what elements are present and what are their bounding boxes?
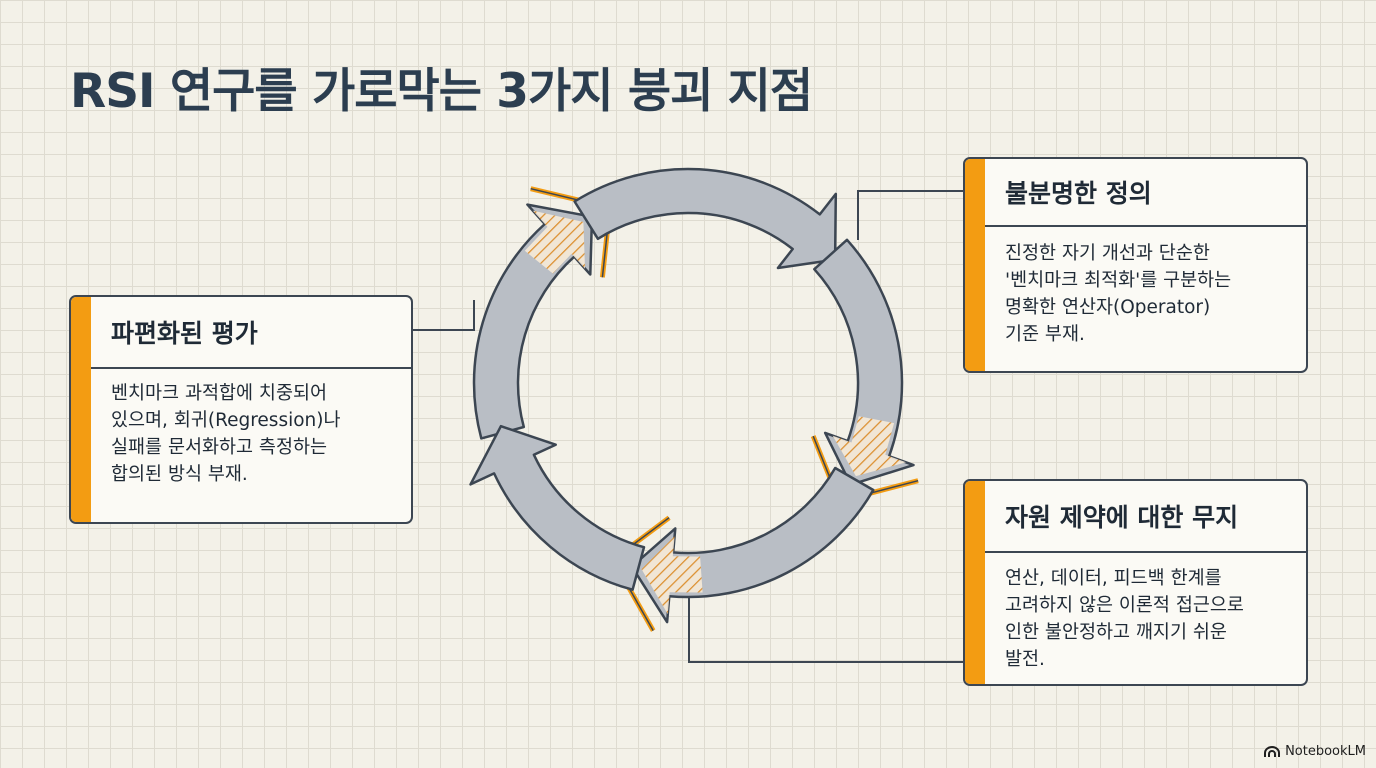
arrow-highlight-hatch <box>832 416 906 477</box>
card-header: 자원 제약에 대한 무지 <box>985 481 1306 553</box>
arrow-highlight-hatch <box>524 210 585 274</box>
card-header: 불분명한 정의 <box>985 159 1306 227</box>
connector-line <box>688 598 963 663</box>
watermark: NotebookLM <box>1264 744 1366 759</box>
card-title: 파편화된 평가 <box>111 319 258 348</box>
card-accent-bar <box>965 481 985 684</box>
cycle-arrow-segment <box>469 424 646 591</box>
arrow-highlight-hatch <box>641 536 703 615</box>
watermark-text: NotebookLM <box>1285 744 1366 759</box>
card-title: 불분명한 정의 <box>1005 179 1152 208</box>
card-title: 자원 제약에 대한 무지 <box>1005 503 1239 532</box>
card-body: 벤치마크 과적합에 치중되어 있으며, 회귀(Regression)나 실패를 … <box>111 383 341 485</box>
card-accent-bar <box>965 159 985 371</box>
card-resource-constraints: 자원 제약에 대한 무지 연산, 데이터, 피드백 한계를 고려하지 않은 이론… <box>963 479 1308 686</box>
connector-line <box>857 190 963 240</box>
card-fragmented-evaluation: 파편화된 평가 벤치마크 과적합에 치중되어 있으며, 회귀(Regressio… <box>69 295 413 524</box>
cycle-arrow-segment <box>573 167 838 270</box>
card-body: 진정한 자기 개선과 단순한 '벤치마크 최적화'를 구분하는 명확한 연산자(… <box>1005 243 1232 345</box>
card-accent-bar <box>71 297 91 522</box>
connector-lines <box>413 190 963 663</box>
card-body: 연산, 데이터, 피드백 한계를 고려하지 않은 이론적 접근으로 인한 불안정… <box>1005 568 1244 670</box>
cycle-arrows <box>469 167 919 632</box>
page-title: RSI 연구를 가로막는 3가지 붕괴 지점 <box>70 64 813 119</box>
card-unclear-definition: 불분명한 정의 진정한 자기 개선과 단순한 '벤치마크 최적화'를 구분하는 … <box>963 157 1308 373</box>
card-header: 파편화된 평가 <box>91 297 411 369</box>
connector-line <box>413 300 475 331</box>
notebooklm-logo-icon <box>1264 745 1281 757</box>
